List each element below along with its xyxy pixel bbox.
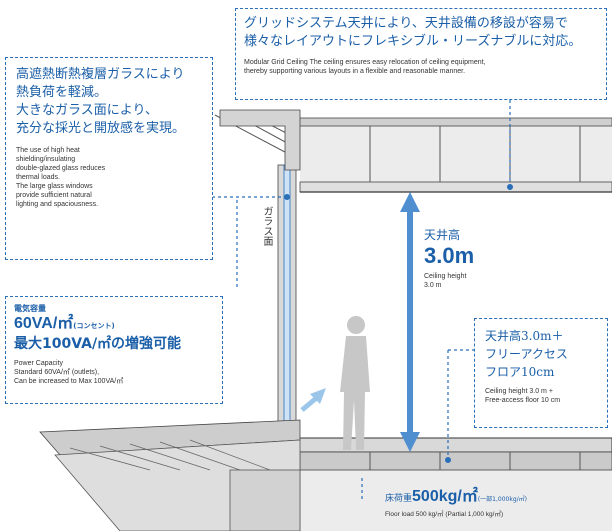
ceiling-height-arrow (400, 192, 420, 452)
floor-note-en-line2: Free-access floor 10 cm (485, 397, 561, 404)
floor-note-jp-line2: フリーアクセス (485, 347, 568, 361)
glass-note-jp-line3: 大きなガラス面により、 (16, 103, 158, 118)
floor-note-jp-line3: フロア10cm (485, 365, 555, 379)
ceiling-note-en-line1: Modular Grid Ceiling The ceiling ensures… (244, 59, 486, 66)
glass-note-en-line5: The large glass windows (16, 183, 93, 190)
power-en-line3: Can be increased to Max 100VA/㎡ (14, 378, 124, 385)
floor-load-suffix: (一部1,000kg/㎡) (477, 496, 528, 503)
glass-note-en-line3: double-glazed glass reduces (16, 165, 106, 172)
power-en-line1: Power Capacity (14, 360, 64, 367)
ceiling-height-en-line1: Ceiling height (424, 273, 467, 280)
person-silhouette (340, 316, 370, 450)
floor-note-en-line1: Ceiling height 3.0 m + (485, 388, 553, 395)
floor-load-jp: 床荷重 (385, 494, 413, 504)
glass-note-en-line6: provide sufficient natural (16, 192, 92, 199)
floor-load-label: 床荷重500kg/㎡(一部1,000kg/㎡) Floor load 500 k… (385, 486, 610, 519)
ceiling-note-jp-line2: 様々なレイアウトにフレキシブル・リーズナブルに対応。 (244, 34, 582, 49)
glass-note-jp-line1: 高遮熱断熱複層ガラスにより (16, 67, 185, 82)
ceiling-grid-note: グリッドシステム天井により、天井設備の移設が容易で 様々なレイアウトにフレキシブ… (235, 8, 607, 100)
floor-load-value: 500kg/㎡ (412, 488, 478, 505)
glass-note-en-line2: shielding/insulating (16, 156, 76, 163)
power-en-line2: Standard 60VA/㎡ (outlets), (14, 369, 100, 376)
ceiling-note-en-line2: thereby supporting various layouts in a … (244, 68, 466, 75)
glass-surface-label-text: ガラス面 (261, 206, 272, 246)
ceiling-height-jp: 天井高 (424, 228, 461, 242)
power-capacity-note: 電気容量 60VA/㎡(コンセント) 最大100VA/㎡の増強可能 Power … (5, 296, 223, 404)
ceiling-height-label: 天井高 3.0m Ceiling height 3.0 m (424, 226, 474, 290)
ceiling-height-en-line2: 3.0 m (424, 282, 442, 289)
glass-note-jp-line2: 熱負荷を軽減。 (16, 85, 108, 100)
free-access-floor-note: 天井高3.0m＋ フリーアクセス フロア10cm Ceiling height … (474, 318, 608, 428)
glass-note-en-line4: thermal loads. (16, 174, 60, 181)
glass-surface-label: ガラス面 (258, 206, 272, 246)
floor-note-jp-line1: 天井高3.0m＋ (485, 329, 564, 343)
glass-note-en-line1: The use of high heat (16, 147, 80, 154)
power-standard-suffix: (コンセント) (73, 322, 115, 330)
power-max-value: 最大100VA/㎡の増強可能 (14, 336, 182, 352)
glass-note-jp-line4: 充分な採光と開放感を実現。 (16, 121, 186, 136)
floor-load-en: Floor load 500 kg/㎡ (Partial 1,000 kg/㎡) (385, 511, 504, 518)
power-title: 電気容量 (14, 304, 46, 313)
glass-note-en-line7: lighting and spaciousness. (16, 201, 99, 208)
light-arrow (300, 388, 326, 412)
glass-note: 高遮熱断熱複層ガラスにより 熱負荷を軽減。 大きなガラス面により、 充分な採光と… (5, 57, 213, 260)
ceiling-height-value: 3.0m (424, 243, 475, 268)
ceiling-note-jp-line1: グリッドシステム天井により、天井設備の移設が容易で (244, 16, 568, 31)
power-standard-value: 60VA/㎡ (14, 315, 74, 332)
